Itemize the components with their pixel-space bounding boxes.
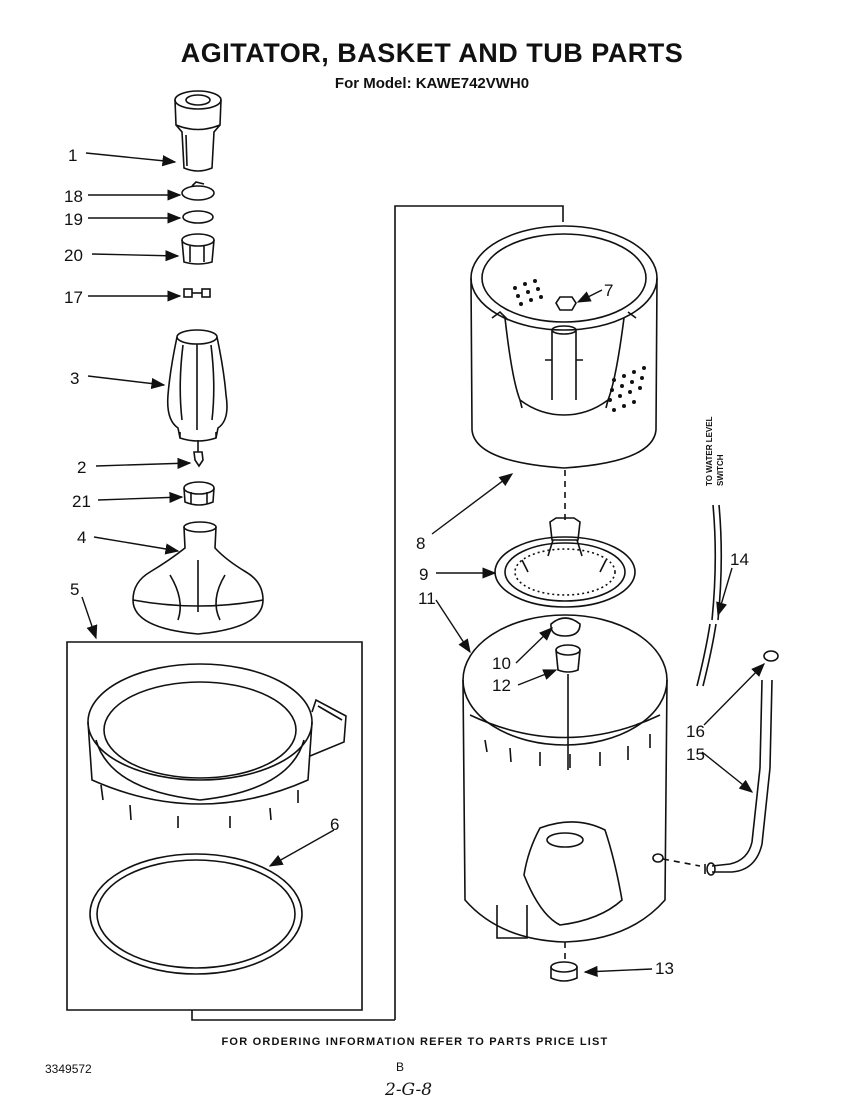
part-label-19: 19 bbox=[64, 210, 83, 229]
tub-ring bbox=[87, 663, 347, 828]
drive-coupling bbox=[183, 481, 215, 506]
svg-text:TO WATER LEVEL: TO WATER LEVEL bbox=[705, 416, 714, 486]
water-level-switch-label: TO WATER LEVEL SWITCH bbox=[705, 416, 725, 486]
part-label-12: 12 bbox=[492, 676, 511, 695]
hub-seal bbox=[550, 617, 581, 637]
document-number: 3349572 bbox=[45, 1062, 92, 1076]
part-label-5: 5 bbox=[70, 580, 79, 599]
basket-drive-hub bbox=[494, 517, 636, 608]
agitator-barrel bbox=[166, 329, 228, 442]
page-letter: B bbox=[396, 1060, 405, 1074]
assembly-connector bbox=[191, 205, 564, 1021]
tub-ring-gasket bbox=[89, 853, 303, 975]
part-label-21: 21 bbox=[72, 492, 91, 511]
part-label-7: 7 bbox=[604, 281, 613, 300]
svg-text:SWITCH: SWITCH bbox=[716, 454, 725, 486]
part-label-15: 15 bbox=[686, 745, 705, 764]
part-label-13: 13 bbox=[655, 959, 674, 978]
agitator-cap bbox=[174, 90, 222, 172]
hose-clamp bbox=[763, 650, 779, 662]
wash-basket bbox=[470, 225, 658, 469]
agitator-base bbox=[132, 521, 264, 635]
part-label-11: 11 bbox=[418, 589, 436, 608]
hub-nut bbox=[555, 296, 577, 311]
part-label-16: 16 bbox=[686, 722, 705, 741]
dog bbox=[183, 288, 211, 298]
part-label-4: 4 bbox=[77, 528, 86, 547]
tub-bearing bbox=[555, 644, 581, 673]
part-5-bracket bbox=[66, 641, 363, 1011]
part-label-14: 14 bbox=[730, 550, 749, 569]
part-label-20: 20 bbox=[64, 246, 83, 265]
part-label-3: 3 bbox=[70, 369, 79, 388]
part-label-10: 10 bbox=[492, 654, 511, 673]
handwritten-note: 2-G-8 bbox=[385, 1080, 433, 1100]
seal-ring bbox=[182, 210, 214, 224]
part-label-2: 2 bbox=[77, 458, 86, 477]
page-title: AGITATOR, BASKET AND TUB PARTS bbox=[180, 38, 684, 68]
cam-ring bbox=[181, 181, 215, 201]
agitator-bolt bbox=[193, 440, 204, 468]
part-label-8: 8 bbox=[416, 534, 425, 553]
drain-hose bbox=[704, 679, 773, 876]
ordering-info-footer: FOR ORDERING INFORMATION REFER TO PARTS … bbox=[221, 1036, 609, 1048]
outer-tub bbox=[462, 614, 668, 943]
part-label-6: 6 bbox=[330, 815, 339, 834]
pressure-hose bbox=[696, 504, 723, 687]
model-subtitle: For Model: KAWE742VWH0 bbox=[334, 75, 530, 92]
leader-lines bbox=[81, 152, 765, 978]
part-label-18: 18 bbox=[64, 187, 83, 206]
basket-perforations bbox=[513, 279, 646, 412]
part-label-17: 17 bbox=[64, 288, 83, 307]
part-label-9: 9 bbox=[419, 565, 428, 584]
part-label-1: 1 bbox=[68, 146, 77, 165]
drain-plug bbox=[550, 961, 578, 982]
cam-dog-assembly bbox=[181, 233, 215, 265]
